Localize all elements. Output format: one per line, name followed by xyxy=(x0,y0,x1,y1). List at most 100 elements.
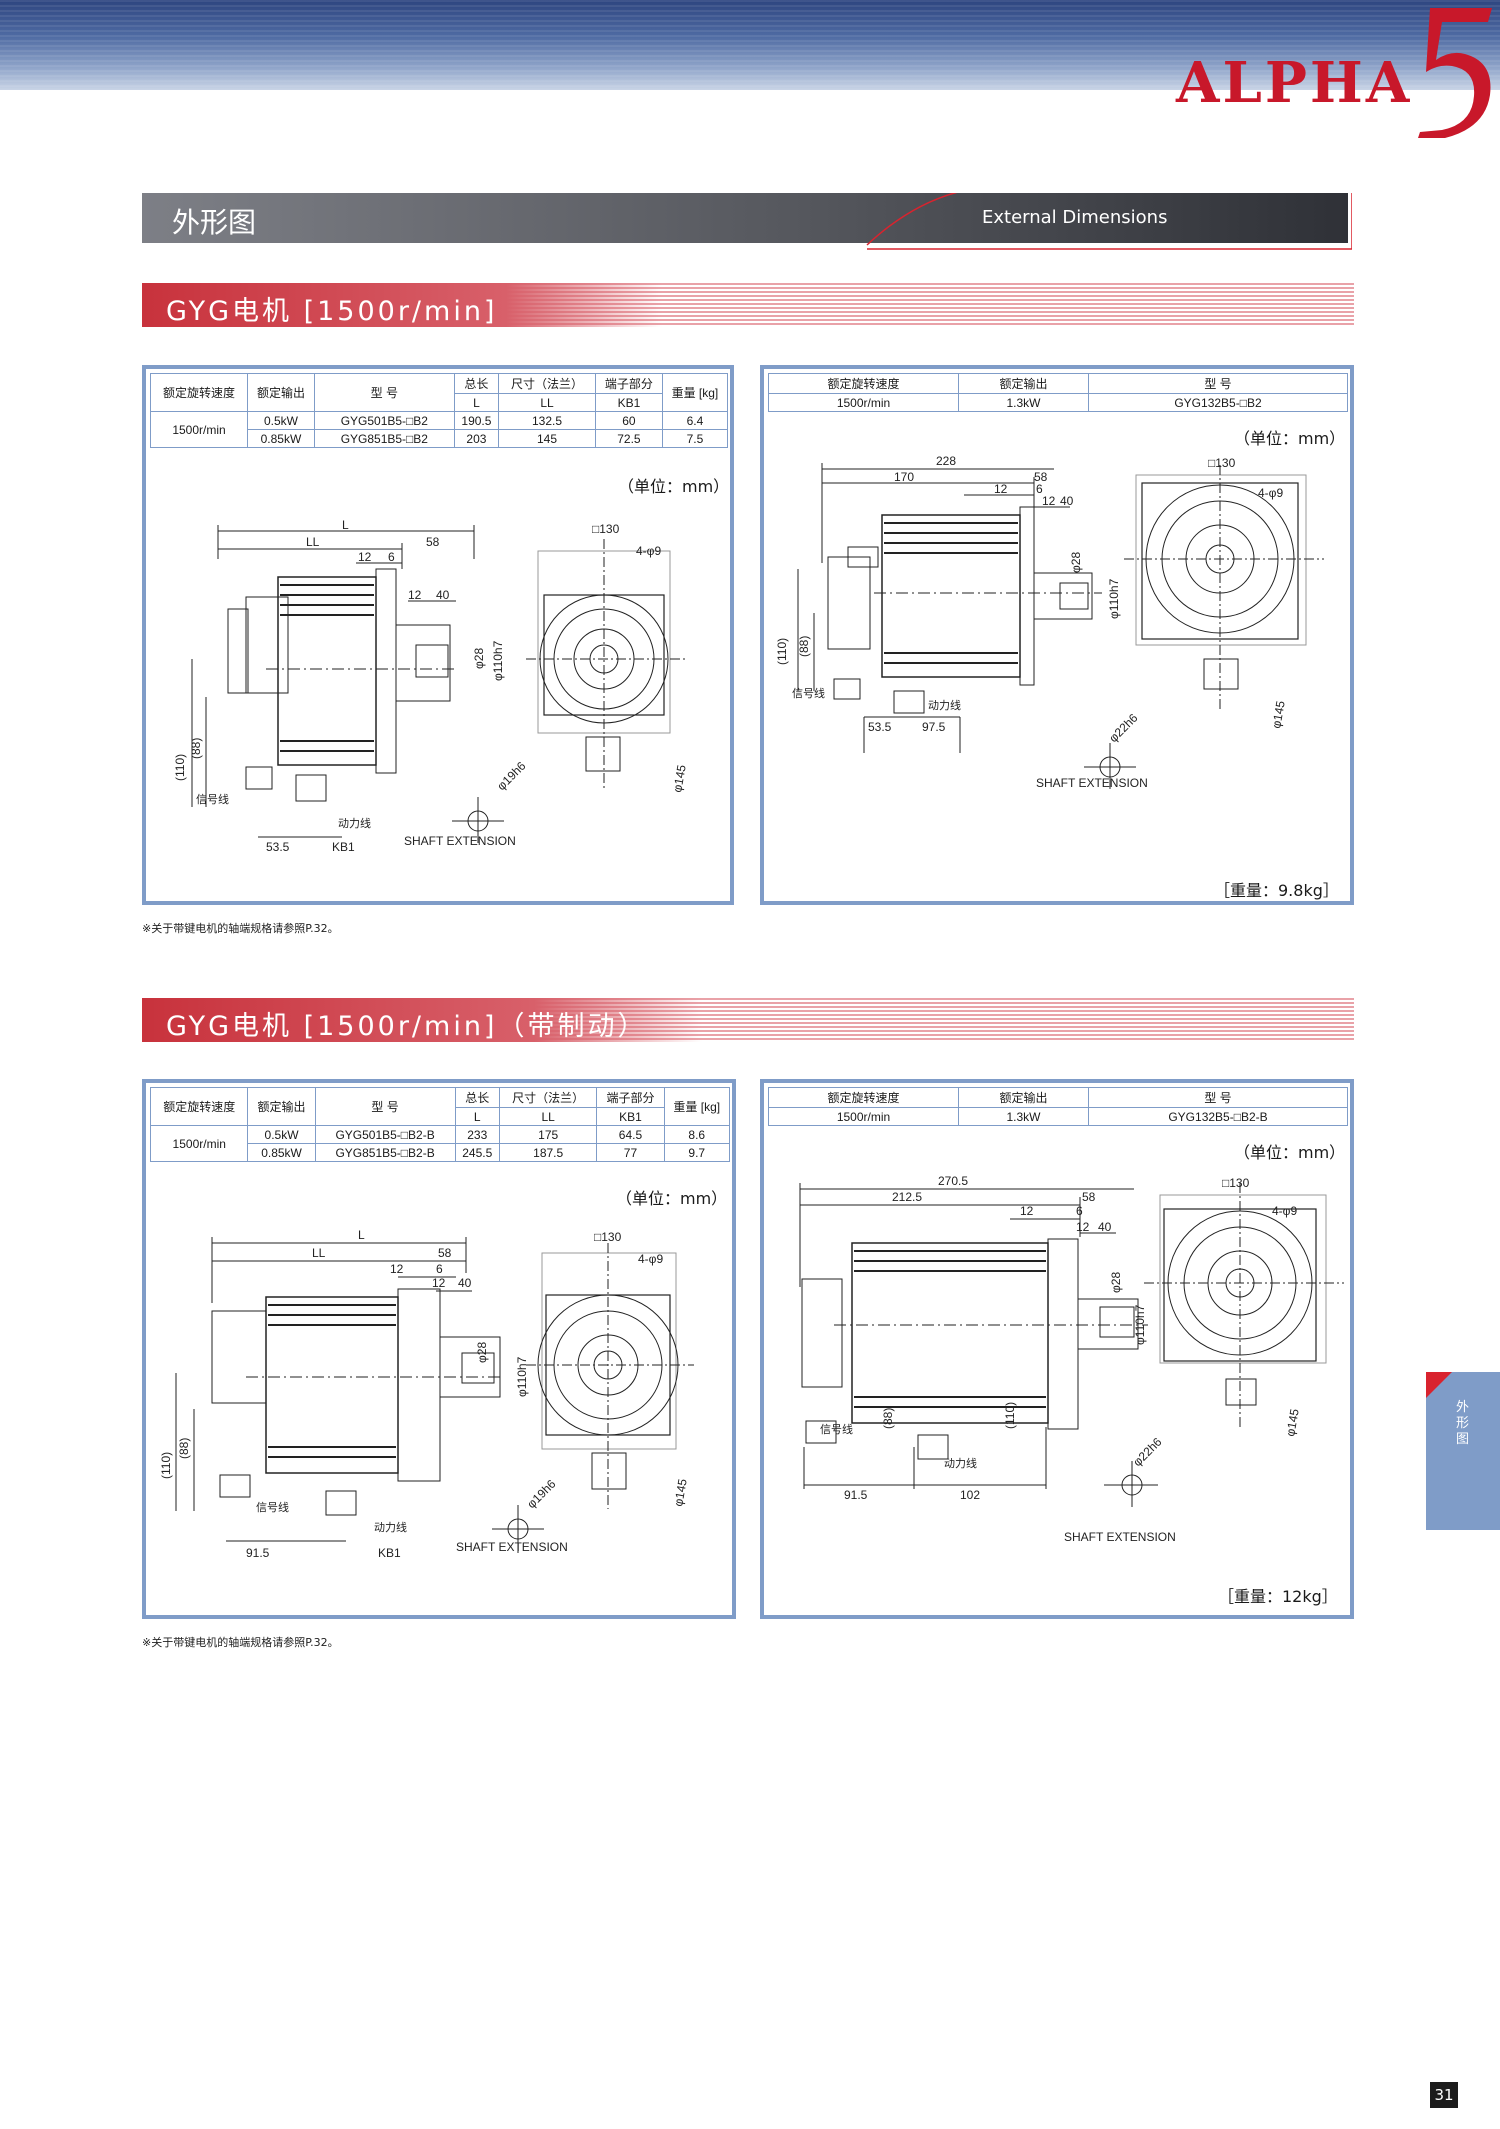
dimension-drawing: L LL 58 12 6 12 40 □130 4-φ9 φ28 φ110h7 … xyxy=(159,1228,694,1560)
svg-text:L: L xyxy=(342,518,349,532)
col-speed: 额定旋转速度 xyxy=(149,373,249,412)
svg-text:40: 40 xyxy=(458,1276,472,1290)
col-weight: 重量 [kg] xyxy=(663,1087,731,1126)
panel-gyg-small-brake: 额定旋转速度 额定输出 型 号 总长 尺寸（法兰） 端子部分 重量 [kg] L… xyxy=(142,1079,736,1619)
subsection-title-2: GYG电机 [1500r/min]（带制动） xyxy=(166,1011,648,1042)
svg-text:91.5: 91.5 xyxy=(246,1546,270,1560)
col-KB1: KB1 xyxy=(596,1107,665,1126)
svg-text:212.5: 212.5 xyxy=(892,1190,922,1204)
svg-text:12: 12 xyxy=(408,588,422,602)
table-row: 0.85kW GYG851B5-□B2-B 245.5 187.5 77 9.7 xyxy=(151,1143,731,1162)
table-row: 1500r/min 0.5kW GYG501B5-□B2 190.5 132.5… xyxy=(149,411,729,448)
svg-text:信号线: 信号线 xyxy=(792,686,825,700)
svg-text:SHAFT EXTENSION: SHAFT EXTENSION xyxy=(1036,776,1148,790)
svg-text:58: 58 xyxy=(1034,470,1048,484)
svg-text:φ110h7: φ110h7 xyxy=(491,640,505,681)
svg-text:97.5: 97.5 xyxy=(922,720,946,734)
col-KB1: KB1 xyxy=(595,393,663,412)
svg-text:动力线: 动力线 xyxy=(944,1456,977,1470)
svg-text:4-φ9: 4-φ9 xyxy=(636,544,661,558)
svg-text:(88): (88) xyxy=(881,1408,895,1429)
subsection-title-1: GYG电机 [1500r/min] xyxy=(166,296,498,327)
footnote: ※关于带键电机的轴端规格请参照P.32。 xyxy=(142,922,339,935)
panel-gyg-small: 额定旋转速度 额定输出 型 号 总长 尺寸（法兰） 端子部分 重量 [kg] L… xyxy=(142,365,734,905)
svg-text:φ22h6: φ22h6 xyxy=(1130,1435,1165,1470)
svg-text:SHAFT EXTENSION: SHAFT EXTENSION xyxy=(404,834,516,848)
unit-label: （单位：mm） xyxy=(1234,429,1346,448)
svg-text:φ28: φ28 xyxy=(475,1342,489,1363)
col-output: 额定输出 xyxy=(958,1087,1089,1108)
header-banner xyxy=(0,0,1500,90)
svg-text:4-φ9: 4-φ9 xyxy=(1272,1204,1297,1218)
svg-text:12: 12 xyxy=(358,550,372,564)
svg-text:58: 58 xyxy=(426,535,440,549)
col-L: L xyxy=(454,1107,500,1126)
weight-label: ［重量：9.8kg］ xyxy=(1214,881,1339,900)
svg-text:(88): (88) xyxy=(797,636,811,657)
svg-text:动力线: 动力线 xyxy=(928,698,961,712)
subsection-band-1: GYG电机 [1500r/min] xyxy=(142,283,1354,327)
svg-text:91.5: 91.5 xyxy=(844,1488,868,1502)
svg-text:6: 6 xyxy=(388,550,395,564)
col-dim: 尺寸（法兰） xyxy=(498,1087,598,1108)
svg-text:φ110h7: φ110h7 xyxy=(1107,578,1121,619)
svg-text:信号线: 信号线 xyxy=(196,792,229,806)
table-row: 1500r/min 1.3kW GYG132B5-□B2-B xyxy=(768,1107,1348,1126)
brand-logo-numeral xyxy=(1418,8,1492,138)
svg-text:270.5: 270.5 xyxy=(938,1174,968,1188)
col-model: 型 号 xyxy=(313,373,455,412)
svg-text:53.5: 53.5 xyxy=(868,720,892,734)
svg-text:(110): (110) xyxy=(173,754,187,781)
brand-logo-word: ALPHA xyxy=(1176,50,1413,116)
svg-text:LL: LL xyxy=(306,535,320,549)
col-model: 型 号 xyxy=(314,1087,456,1126)
spec-table: 额定旋转速度 额定输出 型 号 1500r/min 1.3kW GYG132B5… xyxy=(768,1087,1348,1126)
spec-table: 额定旋转速度 额定输出 型 号 总长 尺寸（法兰） 端子部分 重量 [kg] L… xyxy=(149,373,729,448)
svg-text:12: 12 xyxy=(1076,1220,1090,1234)
svg-text:170: 170 xyxy=(894,470,914,484)
svg-text:(110): (110) xyxy=(1003,1402,1017,1429)
svg-text:(88): (88) xyxy=(177,1438,191,1459)
section-header: 外形图 External Dimensions xyxy=(142,193,1352,250)
svg-text:4-φ9: 4-φ9 xyxy=(1258,486,1283,500)
page-number: 31 xyxy=(1430,2082,1458,2108)
svg-text:58: 58 xyxy=(438,1246,452,1260)
svg-text:12: 12 xyxy=(1020,1204,1034,1218)
svg-text:信号线: 信号线 xyxy=(820,1422,853,1436)
svg-text:40: 40 xyxy=(1060,494,1074,508)
spec-table: 额定旋转速度 额定输出 型 号 1500r/min 1.3kW GYG132B5… xyxy=(768,373,1348,412)
svg-text:L: L xyxy=(358,1228,365,1242)
svg-text:6: 6 xyxy=(436,1262,443,1276)
side-tab-external-dimensions[interactable]: 外形图 xyxy=(1426,1372,1500,1530)
col-L: L xyxy=(453,393,499,412)
svg-text:□130: □130 xyxy=(594,1230,622,1244)
col-speed: 额定旋转速度 xyxy=(149,1087,249,1126)
svg-text:SHAFT EXTENSION: SHAFT EXTENSION xyxy=(1064,1530,1176,1544)
svg-text:40: 40 xyxy=(436,588,450,602)
dimension-drawing: L LL 58 12 6 12 40 □130 4-φ9 φ28 φ110h7 … xyxy=(173,518,689,854)
svg-text:4-φ9: 4-φ9 xyxy=(638,1252,663,1266)
dimension-drawing: 228 170 58 12 6 12 40 □130 4-φ9 φ28 φ110… xyxy=(775,454,1324,790)
col-output: 额定输出 xyxy=(958,373,1089,394)
col-model: 型 号 xyxy=(1088,373,1348,394)
svg-text:φ145: φ145 xyxy=(671,1477,690,1507)
svg-text:6: 6 xyxy=(1076,1204,1083,1218)
col-total: 总长 xyxy=(453,373,499,394)
svg-text:φ28: φ28 xyxy=(472,648,486,669)
svg-text:φ28: φ28 xyxy=(1069,552,1083,573)
col-weight: 重量 [kg] xyxy=(661,373,729,412)
svg-text:KB1: KB1 xyxy=(378,1546,401,1560)
panel-gyg-132-brake: 额定旋转速度 额定输出 型 号 1500r/min 1.3kW GYG132B5… xyxy=(760,1079,1354,1619)
col-speed: 额定旋转速度 xyxy=(768,1087,959,1108)
svg-text:228: 228 xyxy=(936,454,956,468)
col-total: 总长 xyxy=(454,1087,500,1108)
svg-text:102: 102 xyxy=(960,1488,980,1502)
svg-text:58: 58 xyxy=(1082,1190,1096,1204)
col-terminal: 端子部分 xyxy=(596,1087,665,1108)
col-output: 额定输出 xyxy=(247,1087,316,1126)
svg-text:KB1: KB1 xyxy=(332,840,355,854)
col-dim: 尺寸（法兰） xyxy=(497,373,597,394)
table-row: 1500r/min 0.5kW GYG501B5-□B2-B 233 175 6… xyxy=(149,1125,731,1162)
weight-label: ［重量：12kg］ xyxy=(1218,1587,1338,1606)
svg-text:12: 12 xyxy=(432,1276,446,1290)
